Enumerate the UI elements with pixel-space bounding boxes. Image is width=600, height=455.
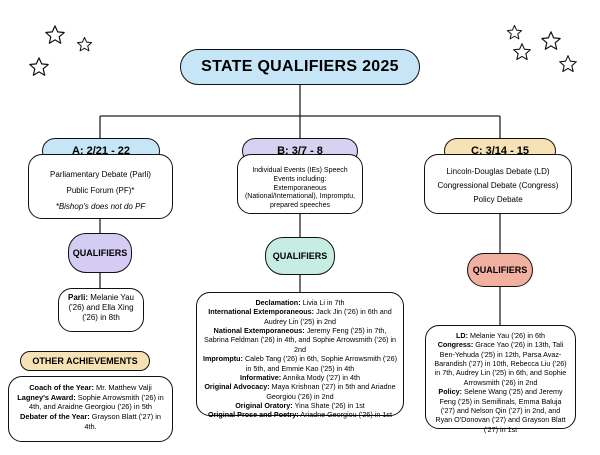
result-item: Original Prose and Poetry: Ariadne Georg… — [208, 410, 392, 420]
star-icon — [45, 25, 65, 44]
star-icon — [29, 57, 49, 76]
column-a-qualifiers-badge: QUALIFIERS — [68, 233, 132, 273]
event-item: Congressional Debate (Congress) — [437, 181, 559, 190]
event-item: Lincoln-Douglas Debate (LD) — [446, 167, 550, 176]
result-item: Policy: Selene Wang ('25) and Jeremy Fen… — [435, 387, 566, 434]
result-item: Congress: Grace Yao ('26) in 13th, Tali … — [434, 340, 567, 387]
column-c-results-box: LD: Melanie Yau ('26) in 6th Congress: G… — [425, 325, 576, 434]
result-item: Parli: Melanie Yau ('26) and Ella Xing (… — [68, 293, 134, 322]
column-c-events-box: Lincoln-Douglas Debate (LD) Congressiona… — [424, 154, 572, 214]
event-item: Policy Debate — [473, 195, 523, 204]
event-item: Parliamentary Debate (Parli) — [50, 170, 151, 179]
result-item: National Extemporaneous: Jeremy Feng ('2… — [203, 326, 397, 354]
event-item: Public Forum (PF)* — [66, 186, 135, 195]
result-item: Impromptu: Caleb Tang ('26) in 6th, Soph… — [203, 354, 397, 373]
result-item: Original Advocacy: Maya Krishnan ('27) i… — [204, 382, 396, 401]
result-item: International Extemporaneous: Jack Jin (… — [208, 307, 392, 326]
column-b-qualifiers-badge: QUALIFIERS — [265, 237, 335, 275]
column-b-results-box: Declamation: Livia Li in 7th Internation… — [196, 292, 404, 420]
event-item: Extemporaneous (National/International),… — [244, 184, 356, 210]
result-item: Original Oratory: Yina Shate ('26) in 1s… — [235, 400, 365, 410]
other-achievements-box: Coach of the Year: Mr. Matthew Valji Lag… — [8, 376, 173, 442]
column-a-events-box: Parliamentary Debate (Parli) Public Foru… — [28, 154, 173, 219]
achievement-item: Coach of the Year: Mr. Matthew Valji — [29, 383, 152, 392]
column-c-qualifiers-badge: QUALIFIERS — [467, 253, 533, 287]
star-icon — [541, 31, 561, 50]
column-a-results-box: Parli: Melanie Yau ('26) and Ella Xing (… — [58, 288, 144, 332]
result-item: Informative: Annika Mody ('27) in 4th — [239, 372, 361, 382]
result-item: LD: Melanie Yau ('26) in 6th — [455, 331, 545, 340]
achievement-item: Debater of the Year: Grayson Blatt ('27)… — [20, 411, 161, 431]
star-icon — [506, 24, 523, 40]
event-note: *Bishop's does not do PF — [55, 202, 146, 211]
star-icon — [559, 55, 577, 73]
achievement-item: Lagney's Award: Sophie Arrowsmith ('26) … — [17, 392, 164, 412]
column-b-events-box: Individual Events (IEs) Speech Events in… — [237, 154, 363, 214]
other-achievements-header: OTHER ACHIEVEMENTS — [20, 351, 150, 371]
star-icon — [76, 36, 93, 52]
result-item: Declamation: Livia Li in 7th — [255, 298, 345, 307]
page-title: STATE QUALIFIERS 2025 — [180, 49, 420, 85]
event-item: Individual Events (IEs) Speech Events in… — [252, 167, 348, 183]
star-icon — [513, 43, 531, 61]
